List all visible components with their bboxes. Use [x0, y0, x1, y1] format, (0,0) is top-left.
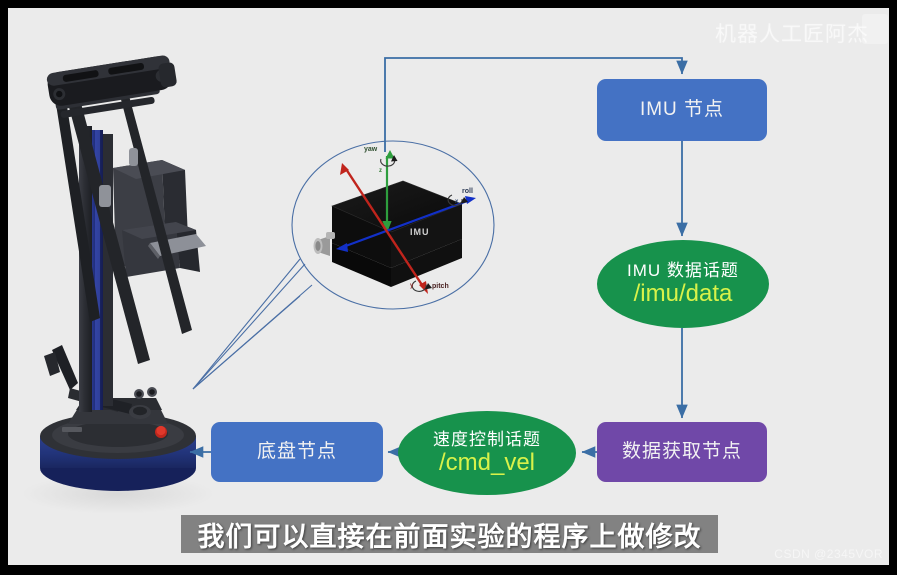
imu-device: [313, 180, 463, 287]
frame-left-bar: [0, 0, 8, 575]
flow-node-imu-topic-name: /imu/data: [633, 279, 733, 307]
flow-node-chassis-node-label: 底盘节点: [256, 441, 337, 463]
imu-callout: [192, 140, 495, 390]
frame-right-bar: [889, 0, 897, 575]
flow-node-cmdvel-topic-name: /cmd_vel: [438, 448, 536, 476]
edge-sensor-to-imu-node: [384, 57, 688, 152]
flow-edges: [189, 57, 688, 458]
flow-node-imu-node-label: IMU 节点: [639, 99, 725, 121]
flow-node-imu-topic[interactable]: IMU 数据话题 /imu/data: [597, 240, 769, 328]
axis-label-roll: roll: [462, 188, 473, 195]
source-credit: CSDN @2345VOR: [774, 547, 883, 561]
subtitle-text: 我们可以直接在前面实验的程序上做修改: [197, 521, 702, 552]
axis-label-z: z: [379, 168, 382, 174]
axis-label-y: y: [410, 283, 414, 289]
frame-bottom-bar: [0, 565, 897, 575]
axis-label-x: x: [455, 199, 459, 205]
flow-node-cmdvel-topic[interactable]: 速度控制话题 /cmd_vel: [398, 411, 576, 495]
flow-node-imu-node[interactable]: IMU 节点: [597, 79, 767, 141]
flow-node-acquire-node-label: 数据获取节点: [621, 441, 742, 463]
flow-node-imu-topic-label: IMU 数据话题: [627, 260, 739, 280]
axis-label-yaw: yaw: [364, 146, 378, 153]
flow-node-acquire-node[interactable]: 数据获取节点: [597, 422, 767, 482]
subtitle-band: 我们可以直接在前面实验的程序上做修改: [181, 515, 718, 553]
channel-watermark: 机器人工匠阿杰: [715, 23, 869, 46]
flow-node-chassis-node[interactable]: 底盘节点: [211, 422, 383, 482]
axis-label-pitch: pitch: [432, 283, 449, 290]
imu-device-label: IMU: [410, 227, 430, 237]
frame-top-bar: [0, 0, 897, 8]
robot-illustration: [22, 55, 214, 514]
flow-node-cmdvel-topic-label: 速度控制话题: [433, 429, 541, 449]
watermark-logo-icon: [862, 14, 888, 44]
